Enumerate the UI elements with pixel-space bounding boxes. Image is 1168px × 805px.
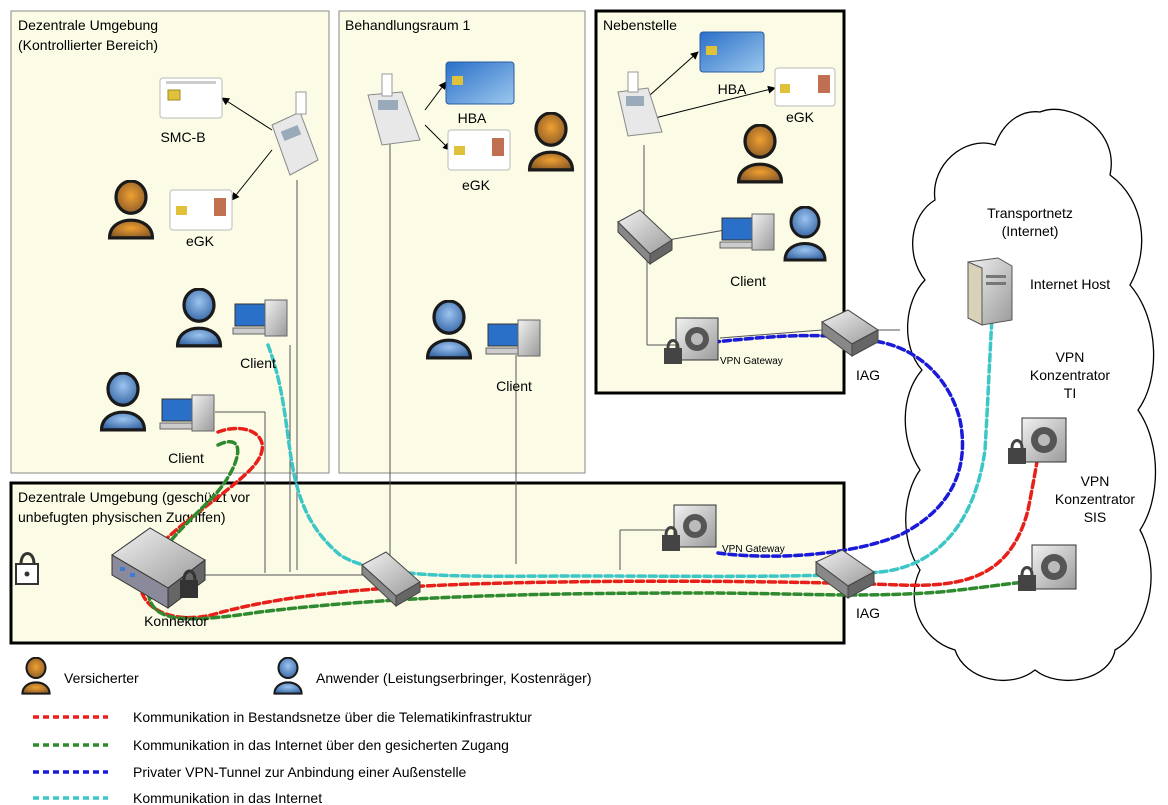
lan-cables: [190, 130, 900, 576]
transport-net-title-1: Transportnetz: [987, 205, 1073, 221]
iag-router-icon: [821, 309, 879, 357]
vpn-gateway-icon: [662, 504, 717, 551]
zone-controlled-title-1: Dezentrale Umgebung: [18, 17, 158, 33]
hba-label: HBA: [718, 81, 747, 97]
iag-label: IAG: [856, 605, 880, 621]
comm-paths: [138, 316, 1042, 621]
legend-user-icon: [273, 657, 303, 695]
egk-card: [447, 129, 511, 171]
vpn-gateway-label: VPN Gateway: [720, 356, 783, 367]
switch-icon: [617, 209, 673, 266]
switch-icon: [361, 551, 421, 608]
transport-cloud: [904, 108, 1157, 682]
card-terminal: [367, 73, 421, 146]
egk-card: [774, 67, 836, 107]
legend-label-green: Kommunikation in das Internet über den g…: [133, 737, 509, 753]
zone-controlled-title-2: (Kontrollierter Bereich): [18, 37, 158, 53]
vpn-concentrator-sis-icon: [1018, 544, 1077, 591]
client-pc-icon: [159, 394, 215, 432]
hba-card: [445, 61, 515, 105]
legend-label-blue: Privater VPN-Tunnel zur Anbindung einer …: [133, 764, 467, 780]
internet-host-server-icon: [967, 257, 1013, 326]
hba-label: HBA: [458, 110, 487, 126]
client-label: Client: [496, 378, 532, 394]
card-terminal: [617, 71, 663, 137]
egk-label: eGK: [186, 233, 215, 249]
vpn-ti-label-1: VPN: [1056, 349, 1085, 365]
zone-branch-title: Nebenstelle: [603, 17, 677, 33]
legend-insured-label: Versicherter: [64, 670, 139, 686]
smcb-label: SMC-B: [160, 129, 205, 145]
internet-host-label: Internet Host: [1030, 276, 1110, 292]
client-label: Client: [730, 273, 766, 289]
legend-label-red: Kommunikation in Bestandsnetze über die …: [133, 709, 532, 725]
transport-net-title-2: (Internet): [1002, 223, 1059, 239]
legend-user-label: Anwender (Leistungserbringer, Kostenräge…: [316, 670, 592, 686]
connector-icon: [111, 527, 206, 610]
legend: Versicherter Anwender (Leistungserbringe…: [21, 657, 592, 805]
legend-label-cyan: Kommunikation in das Internet: [133, 790, 322, 805]
zone-protected-title-1: Dezentrale Umgebung (geschützt vor: [18, 489, 250, 505]
vpn-gateway-icon: [664, 317, 719, 364]
client-label: Client: [240, 355, 276, 371]
vpn-sis-label-1: VPN: [1081, 473, 1110, 489]
vpn-gateway-label: VPN Gateway: [722, 544, 785, 555]
client-pc-icon: [485, 319, 541, 357]
vpn-sis-label-2: Konzentrator: [1055, 491, 1135, 507]
client-pc-icon: [719, 213, 775, 251]
path-red-ti: [138, 426, 1042, 620]
connector-label: Konnektor: [144, 613, 208, 629]
smcb-card: [159, 77, 223, 119]
legend-insured-icon: [21, 657, 51, 695]
path-green-sis: [146, 440, 1027, 621]
vpn-ti-label-2: Konzentrator: [1030, 367, 1110, 383]
egk-label: eGK: [462, 177, 491, 193]
client-pc-icon: [232, 299, 288, 337]
zone-treatment-room-title: Behandlungsraum 1: [345, 17, 471, 33]
egk-card: [169, 189, 233, 231]
client-label: Client: [168, 450, 204, 466]
card-terminal: [271, 91, 319, 176]
padlock-icon: [15, 552, 39, 585]
hba-card: [699, 31, 765, 73]
path-cyan-internet: [266, 316, 994, 579]
iag-router-icon: [815, 549, 875, 599]
vpn-ti-label-3: TI: [1064, 385, 1076, 401]
vpn-sis-label-3: SIS: [1084, 509, 1107, 525]
iag-label: IAG: [856, 367, 880, 383]
card-reader-arrows: [221, 51, 776, 201]
zone-protected-title-2: unbefugten physischen Zugriffen): [18, 509, 226, 525]
vpn-concentrator-ti-icon: [1008, 417, 1067, 464]
egk-label: eGK: [786, 109, 815, 125]
